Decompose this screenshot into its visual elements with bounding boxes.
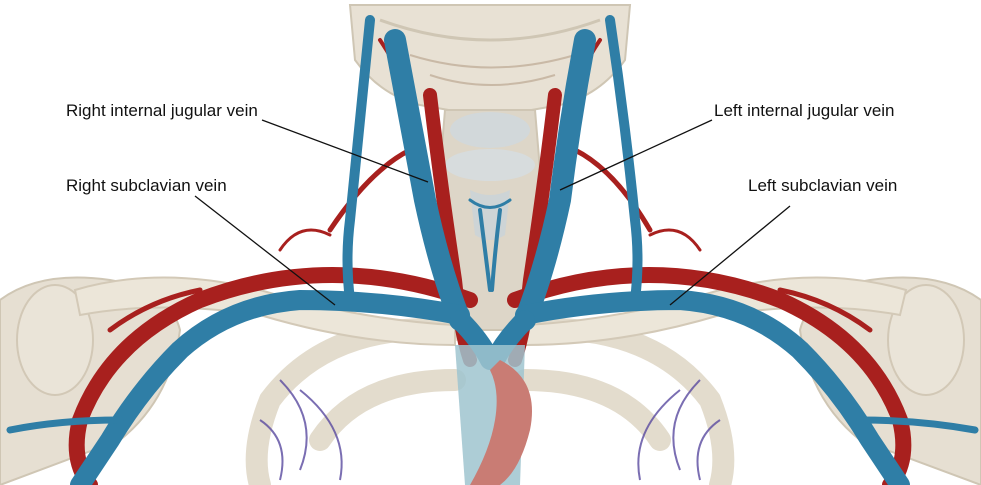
label-right-subclavian-vein: Right subclavian vein <box>66 176 227 196</box>
label-left-subclavian-vein: Left subclavian vein <box>748 176 897 196</box>
label-left-internal-jugular-vein: Left internal jugular vein <box>714 101 895 121</box>
superior-vena-cava <box>455 345 532 485</box>
label-right-internal-jugular-vein: Right internal jugular vein <box>66 101 258 121</box>
